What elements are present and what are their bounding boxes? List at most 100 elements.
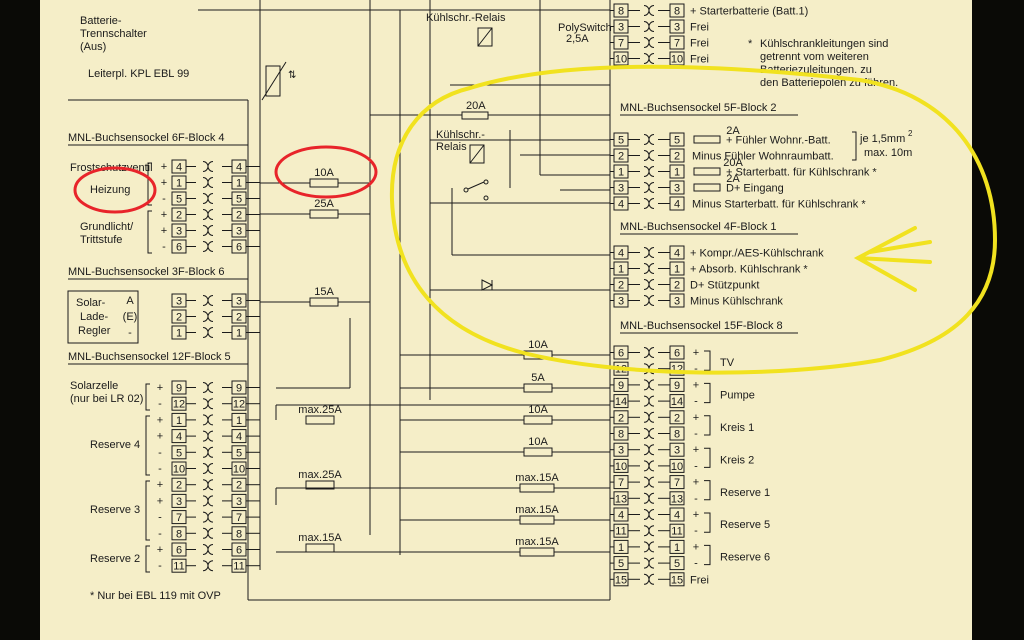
block-4f1-labels: MNL-Buchsensockel 4F-Block 1 <box>620 221 798 235</box>
block_15f8-conn-4-socket <box>648 411 655 423</box>
block_15f8-pin-right-11: 11 <box>671 526 682 538</box>
top_right-pin-right-2-box <box>669 35 685 50</box>
block-5f2-labels: MNL-Buchsensockel 5F-Block 2 je 1,5mm 2 … <box>620 102 913 161</box>
reserve4-label: Reserve 4 <box>90 439 140 451</box>
block_15f8-pin-right-11-box <box>669 523 685 538</box>
center-fuse-label-0: 10A <box>528 339 548 351</box>
top_right-pin-left-2: 7 <box>618 38 624 50</box>
block_5f2-pin-left-3: 3 <box>618 183 624 195</box>
block_12f5-pin-left-10: 6 <box>176 545 182 557</box>
svg-text:(Aus): (Aus) <box>80 41 106 53</box>
fuse-heizung-10a-label: 10A <box>314 167 334 179</box>
svg-text:Lade-: Lade- <box>80 311 108 323</box>
left-bracket-2 <box>145 480 150 541</box>
red-circle-heizung <box>73 166 157 214</box>
block_15f8-frei: Frei <box>690 574 709 586</box>
block_15f8-pin-right-2: 9 <box>674 380 680 392</box>
block_15f8-pin-right-0: 6 <box>674 348 680 360</box>
top_right-pin-right-1: 3 <box>674 22 680 34</box>
block_5f2-pin-right-3-box <box>669 180 685 195</box>
block_15f8-pin-right-4: 2 <box>674 412 680 424</box>
block_12f5-pin-left-4: 5 <box>176 447 182 459</box>
block_5f2-pin-right-2-box <box>669 164 685 179</box>
block_12f5-sign-7: + <box>157 495 163 507</box>
block_15f8-pin-right-3-box <box>669 394 685 409</box>
fuse-5f2-label-1: 20A <box>723 157 743 169</box>
block_6f4-pin-right-2: 5 <box>236 194 242 206</box>
block_12f5-conn-9-socket <box>207 527 214 539</box>
top_right-pin-right-3: 10 <box>671 54 683 66</box>
board-label: Leiterpl. KPL EBL 99 <box>88 68 189 80</box>
block_3f6-pin-right-2: 1 <box>236 328 242 340</box>
block_3f6-pin-left-2: 1 <box>176 328 182 340</box>
block_12f5-sign-8: - <box>158 512 162 524</box>
block_15f8-pin-left-8: 7 <box>618 477 624 489</box>
header: Batterie- Trennschalter (Aus) Leiterpl. … <box>80 12 612 101</box>
block_15f8-sign-13: - <box>694 558 698 570</box>
block_15f8-sign-10: + <box>693 509 699 521</box>
block_6f4-conn-0-socket <box>207 161 214 172</box>
block_15f8-group-5: Reserve 5 <box>720 519 770 531</box>
center-components: 20A Kühlschr.- Relais <box>436 100 494 291</box>
block_4f1-pin-right-3-box <box>669 293 685 308</box>
block_6f4-sign-4: + <box>161 225 167 237</box>
note-line-1: Kühlschrankleitungen sind <box>760 38 888 50</box>
block_4f1-pin-left-2: 2 <box>618 280 624 292</box>
block_15f8-sign-4: + <box>693 412 699 424</box>
fridge-relay-top-coil <box>477 27 493 47</box>
block_12f5-pin-left-9: 8 <box>176 528 182 540</box>
battery-switch-label: Batterie- <box>80 15 122 27</box>
block_6f4-pin-left-4: 3 <box>176 226 182 238</box>
block_15f8-sign-1: - <box>694 363 698 375</box>
block_12f5-pin-left-7: 3 <box>176 496 182 508</box>
block_3f6-pin-left-1: 2 <box>176 312 182 324</box>
block_15f8-pin-left-7: 10 <box>615 461 627 473</box>
block_4f1-pin-right-1-box <box>669 261 685 276</box>
block_6f4-conn-2-socket <box>207 193 214 204</box>
block_15f8-pin-right-10: 4 <box>674 510 680 522</box>
block_5f2-pin-right-1-box <box>669 148 685 163</box>
block_15f8-group-3: Kreis 2 <box>720 454 754 466</box>
block_15f8-pin-right-13-box <box>669 556 685 571</box>
block_5f2-pin-right-3: 3 <box>674 183 680 195</box>
block_4f1-conn-1-socket <box>648 263 655 274</box>
top_right-pin-right-2: 7 <box>674 38 680 50</box>
block_12f5-pin-right-11: 11 <box>233 561 244 573</box>
block_4f1-label-1: + Absorb. Kühlschrank * <box>690 264 808 276</box>
block_15f8-pin-right-5: 8 <box>674 429 680 441</box>
center-wiring <box>68 0 611 601</box>
center-fuse-3 <box>523 447 553 457</box>
block_5f2-label-1: Minus Fühler Wohnraumbatt. <box>692 151 834 163</box>
block_5f2-pin-right-4: 4 <box>674 199 680 211</box>
yellow-highlight-loop <box>389 64 998 375</box>
block_15f8-pin-left-3: 14 <box>615 396 627 408</box>
block_15f8-sign-8: + <box>693 477 699 489</box>
block_12f5-conn-3-socket <box>207 430 214 442</box>
fuse-reserve3-max25a-label: max.25A <box>298 469 342 481</box>
block_15f8-pin-left-10: 4 <box>618 510 624 522</box>
block_12f5-conn-4-socket <box>207 446 214 458</box>
block-3f6-title: MNL-Buchsensockel 3F-Block 6 <box>68 266 225 278</box>
block_15f8-pin-left-9: 13 <box>615 493 627 505</box>
block_15f8-conn-2-socket <box>648 379 655 391</box>
footnote: * Nur bei EBL 119 mit OVP <box>90 590 221 602</box>
block-4f1-title: MNL-Buchsensockel 4F-Block 1 <box>620 221 777 233</box>
center-fuse-label-3: 10A <box>528 436 548 448</box>
fuse-reserve3-max25a <box>305 480 335 490</box>
top_right-pin-left-3: 10 <box>615 54 627 66</box>
block_15f8-pin-left-4: 2 <box>618 412 624 424</box>
block_15f8-conn-14-socket <box>648 573 655 585</box>
block_15f8-conn-12-socket <box>648 541 655 553</box>
block_3f6-pin-left-0: 3 <box>176 296 182 308</box>
block_6f4-pin-right-0: 4 <box>236 162 242 174</box>
solarzelle-label: Solarzelle <box>70 380 118 392</box>
block_15f8-pin-left-6: 3 <box>618 445 624 457</box>
block_15f8-pin-left-12: 1 <box>618 542 624 554</box>
block_12f5-sign-6: + <box>157 479 163 491</box>
group-bracket-4 <box>704 480 711 501</box>
block_5f2-pin-left-0: 5 <box>618 135 624 147</box>
center-fuse-label-6: max.15A <box>515 536 559 548</box>
block-12f5-labels: MNL-Buchsensockel 12F-Block 5 Solarzelle… <box>68 351 248 602</box>
cable-note-2: max. 10m <box>864 147 912 159</box>
